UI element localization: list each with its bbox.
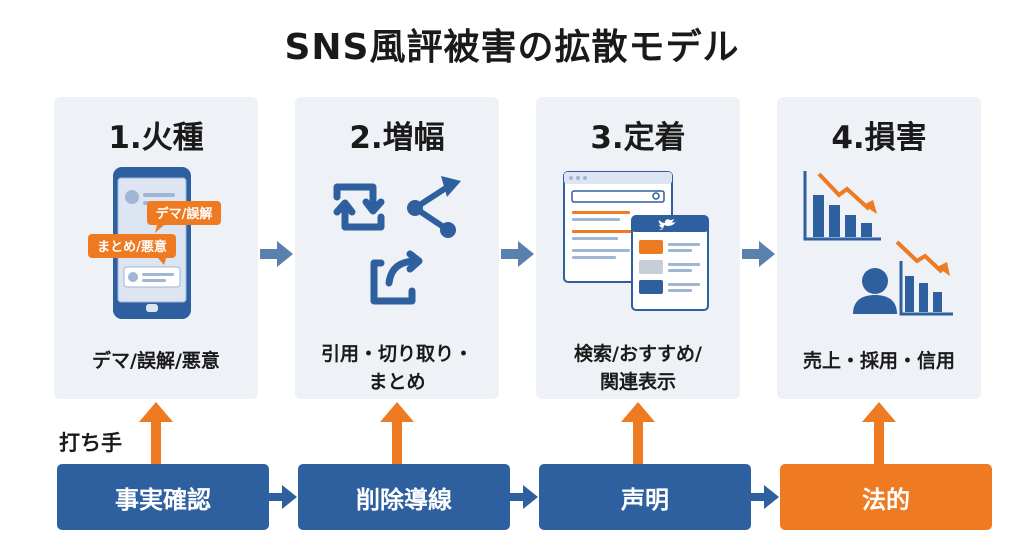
stage-card-spark: 1.火種 デマ/誤解 まとめ/悪意 デマ/誤解/悪意 [54,97,258,399]
up-arrow-icon [380,402,414,464]
flow-arrow-icon [510,485,538,509]
up-arrow-icon [862,402,896,464]
stage-desc-line: まとめ [368,371,426,393]
flow-arrow-icon [742,241,775,267]
stage-card-amplify: 2.増幅 引用・切り取り・ まとめ [295,97,499,399]
stage-desc: 売上・採用・信用 [802,350,955,372]
share-node-icon [407,176,461,238]
stage-title: 1.火種 [108,120,204,156]
stage-title: 3.定着 [590,120,686,156]
stage-desc-line: 関連表示 [599,371,676,393]
flow-arrow-icon [260,241,293,267]
search-results-icon [563,171,709,311]
flow-arrow-icon [501,241,534,267]
flow-arrow-icon [269,485,297,509]
export-icon [370,250,423,305]
diagram-title: SNS風評被害の拡散モデル [284,27,740,68]
declining-chart-icon [803,171,953,316]
stage-card-damage: 4.損害 売上・採用・信用 [777,97,981,399]
up-arrow-icon [621,402,655,464]
stage-desc-line: 引用・切り取り・ [320,343,473,365]
stage-desc: デマ/誤解/悪意 [92,350,220,372]
stage-desc: 検索/おすすめ/ 関連表示 [536,340,740,396]
stage-desc: 引用・切り取り・ まとめ [295,340,499,396]
retweet-icon [333,183,385,231]
action-removal-path: 削除導線 [298,464,510,530]
up-arrow-icon [139,402,173,464]
share-icons [333,176,461,305]
smartphone-icon: デマ/誤解 まとめ/悪意 [88,167,221,319]
bubble-text-rumor: デマ/誤解 [156,206,213,222]
countermeasure-label: 打ち手 [59,431,122,455]
bubble-text-summary: まとめ/悪意 [97,239,167,255]
action-statement: 声明 [539,464,751,530]
stage-desc-line: 検索/おすすめ/ [574,343,702,365]
flow-arrow-icon [751,485,779,509]
action-fact-check: 事実確認 [57,464,269,530]
person-chart-down-icon [853,240,953,316]
stage-card-settle: 3.定着 検索/おすすめ/ 関連表示 [536,97,740,399]
stage-title: 2.増幅 [349,120,445,156]
action-legal: 法的 [780,464,992,530]
stage-title: 4.損害 [831,120,927,156]
bar-chart-down-icon [803,171,881,241]
